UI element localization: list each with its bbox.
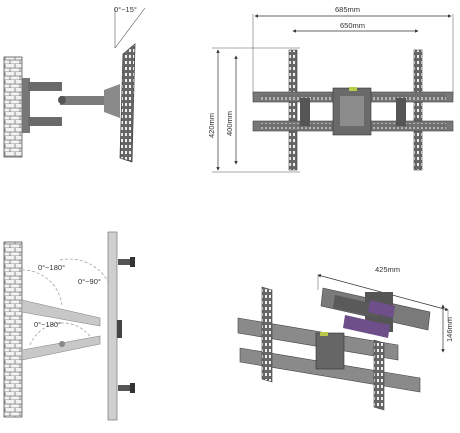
height-inner-label: 400mm — [225, 111, 234, 136]
iso-left-vertical-bracket — [261, 286, 273, 383]
iso-center-plate — [315, 332, 345, 370]
tilt-head — [104, 84, 120, 118]
right-vertical-bracket — [413, 49, 423, 171]
tilt-reference-angled — [114, 7, 146, 49]
rotation-arc-3 — [29, 322, 96, 346]
swivel-top-view: 0°~180° 0°~90° 0°~180° — [3, 231, 135, 421]
wall-brick-top-view — [3, 241, 23, 418]
bottom-screw — [118, 383, 135, 393]
lower-swivel-arm — [21, 335, 101, 361]
extension-label: 425mm — [375, 265, 400, 274]
iso-right-vertical-bracket — [373, 339, 385, 411]
wall-plate — [22, 78, 30, 133]
arm-joint — [59, 341, 65, 347]
top-screw — [118, 257, 135, 267]
left-vertical-bracket — [288, 49, 298, 171]
upper-swivel-arm — [21, 299, 101, 327]
tilted-tv-bracket — [119, 43, 136, 163]
width-inner-label: 650mm — [340, 21, 365, 30]
front-dimension-view: 685mm 650mm 420mm 400mm — [207, 5, 454, 173]
depth-label: 146mm — [445, 317, 454, 342]
left-clamp — [300, 98, 310, 126]
upper-arm — [28, 82, 62, 91]
width-outer-label: 685mm — [335, 5, 360, 14]
arm-angle-label-1: 0°~180° — [38, 263, 65, 272]
lower-arm — [28, 117, 62, 126]
iso-bubble-level — [320, 332, 328, 336]
arm-angle-label-2: 0°~90° — [78, 277, 101, 286]
middle-arm — [60, 96, 108, 105]
tv-panel — [107, 231, 118, 421]
wall-brick — [3, 56, 23, 158]
iso-purple-joint — [343, 315, 390, 338]
tilt-angle-label: 0°~15° — [114, 5, 137, 14]
rotation-arc-1 — [21, 269, 63, 306]
right-clamp — [396, 98, 406, 126]
iso-upper-arm — [333, 295, 380, 318]
rotation-arc-2 — [59, 258, 113, 291]
arm-pivot — [58, 96, 66, 104]
bubble-level — [349, 87, 357, 91]
iso-purple-joint-2 — [368, 300, 395, 318]
isometric-view: 425mm 146mm — [237, 265, 454, 411]
tilt-side-view: 0°~15° — [3, 5, 146, 163]
tv-mount-plate — [117, 320, 122, 338]
center-plate-inner — [340, 96, 364, 126]
arm-angle-label-3: 0°~180° — [34, 320, 61, 329]
height-outer-label: 420mm — [207, 113, 216, 138]
